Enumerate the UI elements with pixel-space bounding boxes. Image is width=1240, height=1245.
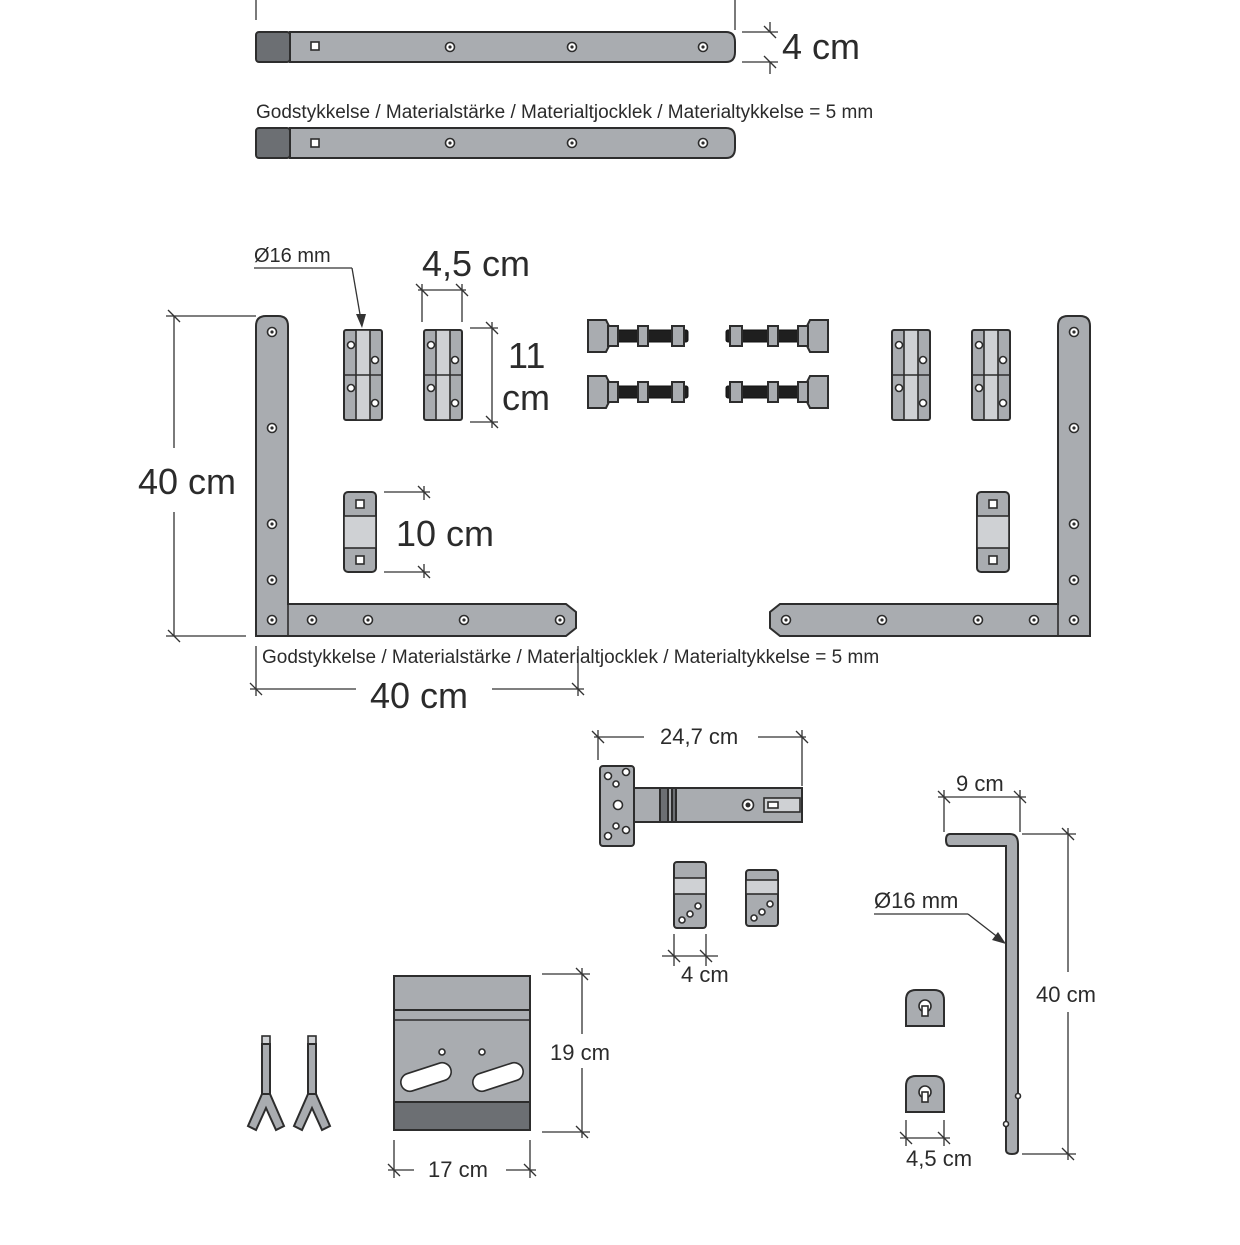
bolt-1 (587, 319, 689, 353)
bolt-set (587, 319, 829, 409)
latch-length-dimension: 24,7 cm (591, 724, 809, 786)
strap-hinge-second (255, 127, 736, 159)
angle-width-label: 40 cm (370, 675, 468, 716)
latch-catch-1 (673, 861, 707, 929)
hinge-strap-bracket-left (343, 491, 377, 573)
rod-length-dimension: 40 cm (1022, 827, 1096, 1161)
hinge-width-dimension: 4,5 cm (415, 243, 530, 322)
material-note-top: Godstykkelse / Materialstärke / Material… (256, 102, 873, 123)
keeper-width-dimension: 4,5 cm (899, 1120, 972, 1171)
plate-height-dimension: 19 cm (542, 967, 610, 1139)
catch-width-label: 4 cm (681, 962, 729, 987)
angle-bracket-left (255, 315, 577, 637)
rod-length-label: 40 cm (1036, 982, 1096, 1007)
bolt-3 (725, 319, 829, 353)
rod-keeper-1 (905, 989, 945, 1027)
pin-diameter-dimension: Ø16 mm (254, 245, 366, 328)
latch-length-label: 24,7 cm (660, 724, 738, 749)
rod-diameter-label: Ø16 mm (874, 888, 958, 913)
strap-height-label: 4 cm (782, 26, 860, 67)
hinge-height-dimension: 11 cm (470, 321, 550, 429)
rod-hook-label: 9 cm (956, 771, 1004, 796)
hinge-height-label-1: 11 (508, 335, 545, 376)
material-note-middle: Godstykkelse / Materialstärke / Material… (262, 647, 879, 668)
gudgeon-hinge-right-1 (891, 329, 931, 421)
strap-height-dimension: 4 cm (742, 22, 860, 74)
rod-hook-dimension: 9 cm (937, 771, 1027, 832)
angle-height-label: 40 cm (138, 461, 236, 502)
gudgeon-hinge-left-2 (423, 329, 463, 421)
ground-anchor-2 (292, 1035, 332, 1132)
catch-width-dimension: 4 cm (662, 934, 729, 987)
plate-width-label: 17 cm (428, 1157, 488, 1182)
strap-hinge-top (255, 0, 736, 63)
angle-bracket-right (769, 315, 1091, 637)
latch-catch-2 (745, 869, 779, 927)
ground-anchor-1 (246, 1035, 286, 1132)
hinge-width-label: 4,5 cm (422, 243, 530, 284)
pin-diameter-label: Ø16 mm (254, 245, 331, 267)
plate-height-label: 19 cm (550, 1040, 610, 1065)
bolt-4 (725, 375, 829, 409)
gudgeon-hinge-left-1 (343, 329, 383, 421)
angle-width-dimension: 40 cm (249, 646, 585, 716)
rod-diameter-dimension: Ø16 mm (874, 888, 1006, 944)
angle-height-dimension: 40 cm (138, 309, 256, 643)
gudgeon-hinge-right-2 (971, 329, 1011, 421)
hinge-strap-bracket-right (976, 491, 1010, 573)
gate-stop-plate (393, 975, 531, 1131)
rod-keeper-2 (905, 1075, 945, 1113)
bracket-height-dimension: 10 cm (384, 485, 494, 579)
bracket-height-label: 10 cm (396, 513, 494, 554)
drop-rod (944, 833, 1022, 1156)
keeper-width-label: 4,5 cm (906, 1146, 972, 1171)
bolt-2 (587, 375, 689, 409)
hinge-height-label-2: cm (502, 377, 550, 418)
gate-latch (599, 765, 803, 847)
plate-width-dimension: 17 cm (387, 1140, 537, 1182)
